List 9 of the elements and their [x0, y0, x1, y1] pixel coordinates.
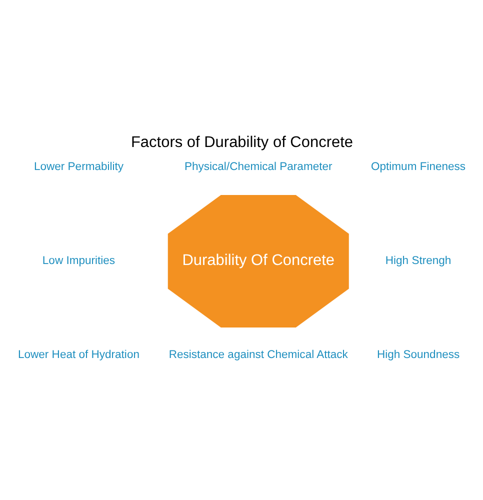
label: High Strengh	[384, 254, 451, 267]
diagram-title: Factors of Durability of Concrete	[130, 134, 353, 152]
label: Optimum Fineness	[370, 160, 466, 173]
label: Low Impurities	[42, 254, 115, 267]
label: Lower Permability	[33, 160, 124, 173]
label: Lower Heat of Hydration	[18, 348, 139, 361]
label: Resistance against Chemical Attack	[168, 348, 348, 361]
label: Physical/Chemical Parameter	[184, 160, 332, 173]
label: High Soundness	[376, 348, 460, 361]
